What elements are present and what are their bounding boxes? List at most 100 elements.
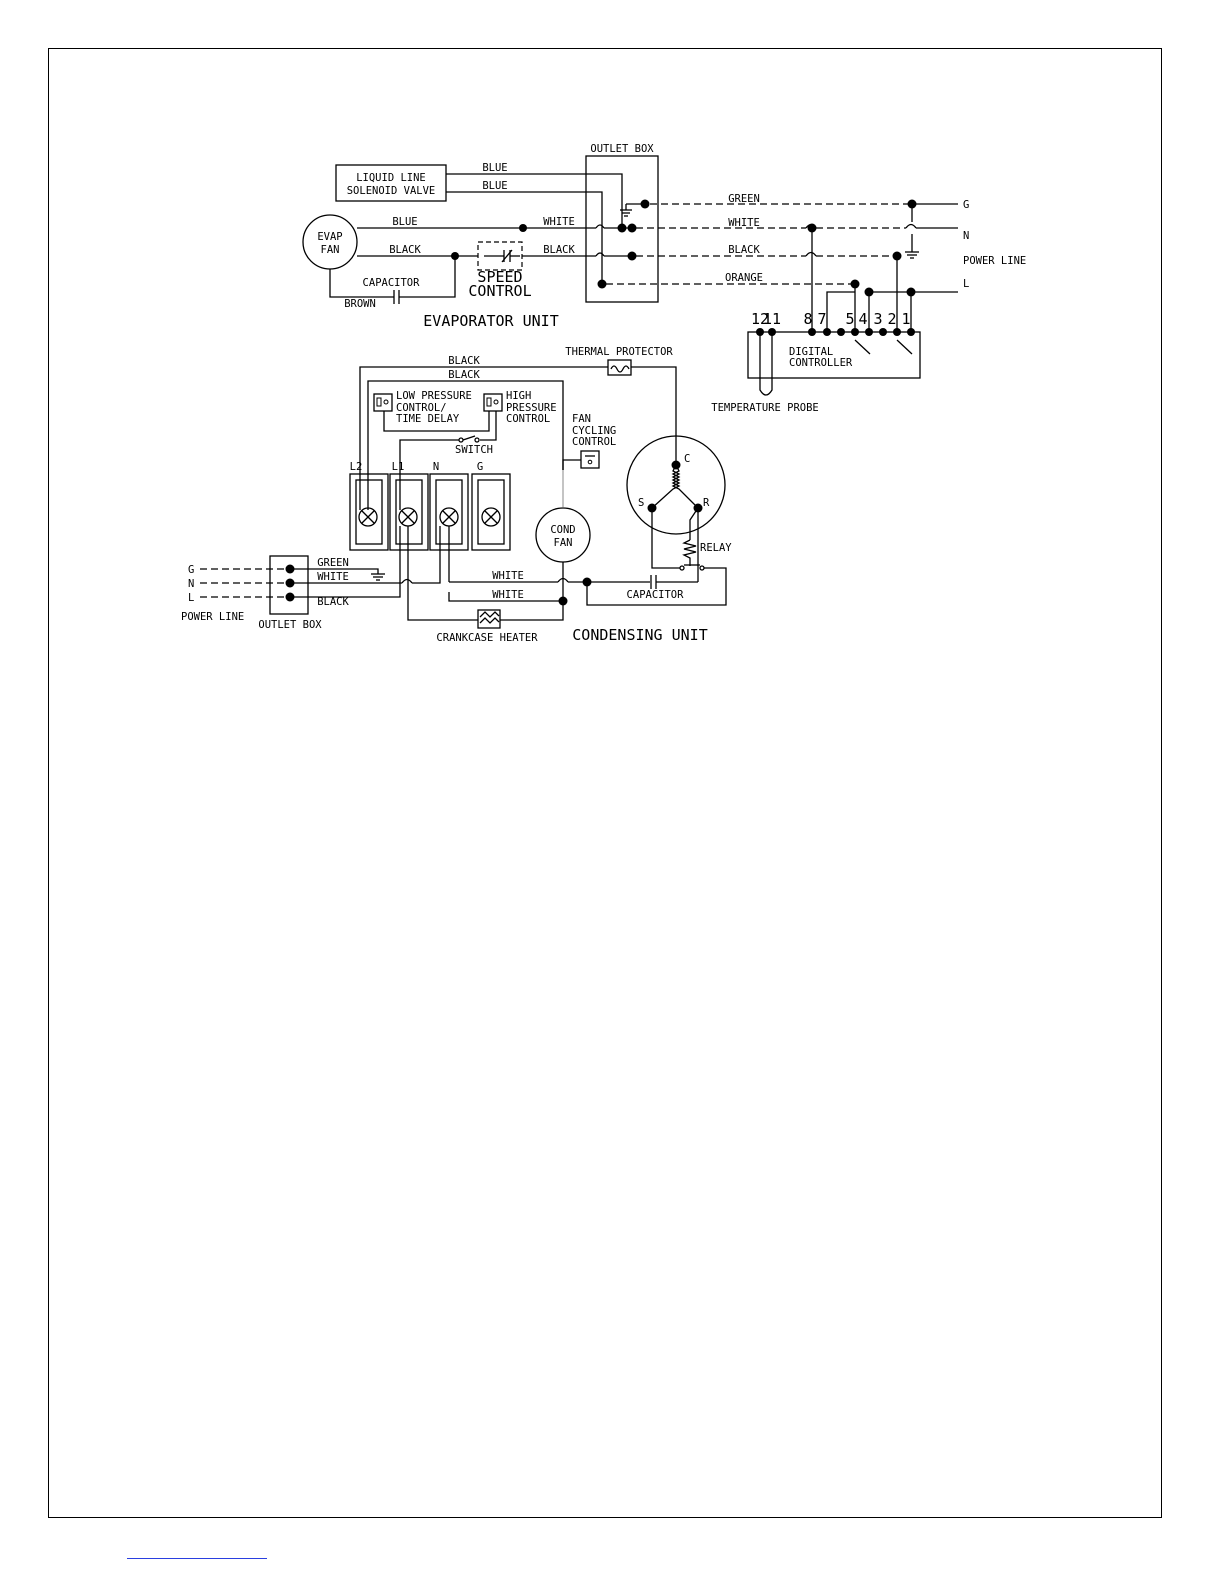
wire-label-white-right: WHITE [728, 217, 760, 229]
solenoid-label-line2: SOLENOID VALVE [347, 185, 436, 197]
terminal-screw-l1 [398, 507, 418, 527]
power-line-right-label: POWER LINE [963, 255, 1026, 267]
wire-black-top-2 [367, 380, 564, 510]
controller-box [747, 331, 921, 379]
power-line-left-g: G [188, 564, 194, 576]
wire-brown [329, 269, 394, 298]
low-pressure-label-line2: CONTROL/ [396, 402, 447, 414]
digital-controller: DIGITAL CONTROLLER 12 11 8 7 5 4 3 2 1 [711, 223, 921, 414]
terminal-screw-g [481, 507, 501, 527]
evap-capacitor-label: CAPACITOR [363, 277, 421, 289]
thermal-protector-label: THERMAL PROTECTOR [565, 346, 673, 358]
low-pressure-label-line3: TIME DELAY [396, 413, 460, 425]
crankcase-heater [477, 609, 501, 629]
wire-label-white: WHITE [543, 216, 575, 228]
right-power-line: GREEN WHITE BLACK ORANGE G N POWER LINE … [606, 193, 1026, 297]
solenoid-label-line1: LIQUID LINE [356, 172, 426, 184]
terminal-label-n: N [433, 461, 439, 473]
compressor-run-winding [671, 464, 699, 509]
evap-fan-label-line1: EVAP [317, 231, 342, 243]
wire-label-black-top-2: BLACK [448, 369, 480, 381]
evaporator-unit: LIQUID LINE SOLENOID VALVE EVAP FAN OUTL… [302, 143, 659, 330]
left-power-line: GREEN WHITE BLACK G N L POWER LINE OUTLE… [181, 526, 441, 631]
wire-label-white-cond-3: WHITE [492, 589, 524, 601]
solenoid-valve-box [335, 164, 447, 202]
thermal-protector [607, 359, 632, 376]
low-pressure-label-line1: LOW PRESSURE [396, 390, 472, 402]
controller-terminal-5: 5 [845, 310, 854, 328]
wire-black-top-1 [359, 366, 608, 510]
terminal-screw-l2 [358, 507, 378, 527]
controller-terminal-1: 1 [901, 310, 910, 328]
controller-terminal-12: 12 [751, 310, 769, 328]
wire-label-white-cond-2: WHITE [492, 570, 524, 582]
evap-outlet-box-label: OUTLET BOX [590, 143, 654, 155]
cond-fan-label-line2: FAN [554, 537, 573, 549]
crankcase-heater-label: CRANKCASE HEATER [436, 632, 538, 644]
wire-label-blue-2: BLUE [482, 180, 507, 192]
power-line-n-label: N [963, 230, 969, 242]
high-pressure-label-line1: HIGH [506, 390, 531, 402]
wire-label-green: GREEN [728, 193, 760, 205]
speed-control-label-line1: SPEED [477, 268, 522, 286]
wire-label-green-cond: GREEN [317, 557, 349, 569]
terminal-label-l1: L1 [392, 461, 405, 473]
compressor-r-label: R [703, 497, 710, 509]
wire-crossover [595, 224, 605, 229]
relay-label: RELAY [700, 542, 732, 554]
cond-capacitor-label: CAPACITOR [627, 589, 685, 601]
condensing-unit: THERMAL PROTECTOR BLACK BLACK LOW PRESSU… [349, 346, 732, 644]
footer-link-underline[interactable] [127, 1556, 267, 1559]
terminal-label-l2: L2 [350, 461, 363, 473]
wire-label-orange: ORANGE [725, 272, 763, 284]
controller-terminal-3: 3 [873, 310, 882, 328]
fan-cycling-label-line1: FAN [572, 413, 591, 425]
controller-label-line2: CONTROLLER [789, 357, 853, 369]
power-line-l-label: L [963, 278, 969, 290]
wire-blue-1 [446, 173, 623, 228]
compressor-start-winding [651, 464, 681, 509]
controller-terminal-11: 11 [763, 310, 781, 328]
cond-outlet-box-label: OUTLET BOX [258, 619, 322, 631]
wire-label-black-top-1: BLACK [448, 355, 480, 367]
terminal-label-g: G [477, 461, 483, 473]
evap-fan-label-line2: FAN [321, 244, 340, 256]
wiring-diagram: LIQUID LINE SOLENOID VALVE EVAP FAN OUTL… [181, 143, 1026, 644]
power-line-left-n: N [188, 578, 194, 590]
low-pressure-control [373, 393, 393, 412]
wire-label-black-1: BLACK [389, 244, 421, 256]
power-line-g-label: G [963, 199, 969, 211]
high-pressure-label-line3: CONTROL [506, 413, 550, 425]
terminal-screw-n [439, 507, 459, 527]
compressor [626, 435, 726, 535]
temperature-probe-label: TEMPERATURE PROBE [711, 402, 818, 414]
switch-label: SWITCH [455, 444, 493, 456]
wire-label-white-cond-1: WHITE [317, 571, 349, 583]
power-line-left-label: POWER LINE [181, 611, 244, 623]
temperature-probe [759, 332, 773, 396]
controller-terminal-8: 8 [803, 310, 812, 328]
cond-outlet-box [269, 555, 309, 615]
condensing-unit-title: CONDENSING UNIT [572, 626, 707, 644]
controller-terminal-4: 4 [858, 310, 867, 328]
wire-blue-2 [446, 191, 603, 284]
speed-control-label-line2: CONTROL [468, 282, 531, 300]
evap-outlet-box [585, 155, 659, 303]
junction-dot [519, 224, 527, 232]
terminal-block [349, 473, 511, 551]
wire-label-blue-3: BLUE [392, 216, 417, 228]
wire-label-black-2: BLACK [543, 244, 575, 256]
wire-label-blue-1: BLUE [482, 162, 507, 174]
cond-fan-label-line1: COND [550, 524, 575, 536]
power-line-left-l: L [188, 592, 194, 604]
fan-cycling-label-line2: CYCLING [572, 425, 616, 437]
evaporator-unit-title: EVAPORATOR UNIT [423, 312, 558, 330]
controller-terminal-7: 7 [817, 310, 826, 328]
compressor-s-label: S [638, 497, 644, 509]
fan-cycling-label-line3: CONTROL [572, 436, 616, 448]
high-pressure-control [483, 393, 503, 412]
page-border [48, 48, 1162, 1518]
fan-cycling-control [580, 450, 600, 469]
compressor-c-label: C [684, 453, 690, 465]
high-pressure-label-line2: PRESSURE [506, 402, 557, 414]
